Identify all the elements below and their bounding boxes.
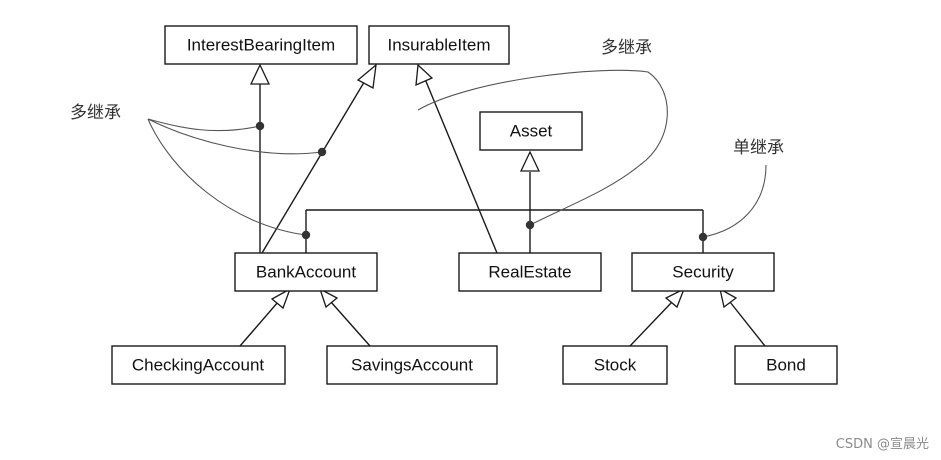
arrowhead-bankaccount-left [270,287,292,310]
annotation-multi-inheritance-right: 多继承 [601,38,652,58]
arrowhead-interestbearingitem [249,63,271,85]
edge-bond-security [729,301,766,347]
dot-bankaccount-bracket [301,230,311,240]
edge-bankaccount-insurableitem [261,78,367,254]
node-label-real-estate: RealEstate [488,263,571,282]
node-insurable-item: InsurableItem [368,25,510,65]
note-curve-single [702,164,767,238]
node-real-estate: RealEstate [458,252,602,292]
node-bank-account: BankAccount [234,252,378,292]
dot-insurable-edge [317,147,327,157]
watermark: CSDN @宣晨光 [835,437,929,452]
junction-dots [255,121,708,242]
note-curve-left-to-interest [147,118,261,132]
arrowheads [249,63,738,310]
node-label-asset: Asset [510,122,553,141]
note-curve-left-to-insurable [147,118,323,155]
edge-checkingaccount-bankaccount [239,301,279,347]
node-label-stock: Stock [594,356,637,375]
node-label-savings-account: SavingsAccount [351,356,473,375]
node-security: Security [631,252,775,292]
dot-interestbearing-edge [255,121,265,131]
node-label-checking-account: CheckingAccount [132,356,265,375]
node-asset: Asset [479,111,583,151]
node-label-interest-bearing-item: InterestBearingItem [187,36,335,55]
node-savings-account: SavingsAccount [326,345,498,385]
arrowhead-bankaccount-right [318,287,339,309]
annotation-multi-inheritance-left: 多继承 [70,103,121,123]
node-stock: Stock [562,345,668,385]
annotation-single-inheritance: 单继承 [733,138,784,158]
node-checking-account: CheckingAccount [111,345,286,385]
node-label-insurable-item: InsurableItem [388,36,491,55]
edge-realestate-insurableitem [424,78,498,254]
edge-savingsaccount-bankaccount [330,301,371,347]
node-bond: Bond [734,345,838,385]
note-curve-left-to-bankaccount [147,118,307,236]
note-curve-right-multi [417,69,668,226]
node-interest-bearing-item: InterestBearingItem [164,25,358,65]
edge-stock-security [629,301,673,347]
arrowhead-asset [519,150,541,172]
dot-realestate-asset [525,220,535,230]
inheritance-edges [239,78,766,347]
arrowhead-insurableitem-right [415,63,434,87]
dot-security-bracket [698,232,708,242]
arrowhead-insurableitem-left [356,63,377,90]
node-label-bank-account: BankAccount [256,263,356,282]
arrowhead-security-right [719,287,738,309]
arrowhead-security-left [664,287,686,309]
annotation-curves [147,69,767,238]
node-label-security: Security [672,263,734,282]
node-label-bond: Bond [766,356,806,375]
